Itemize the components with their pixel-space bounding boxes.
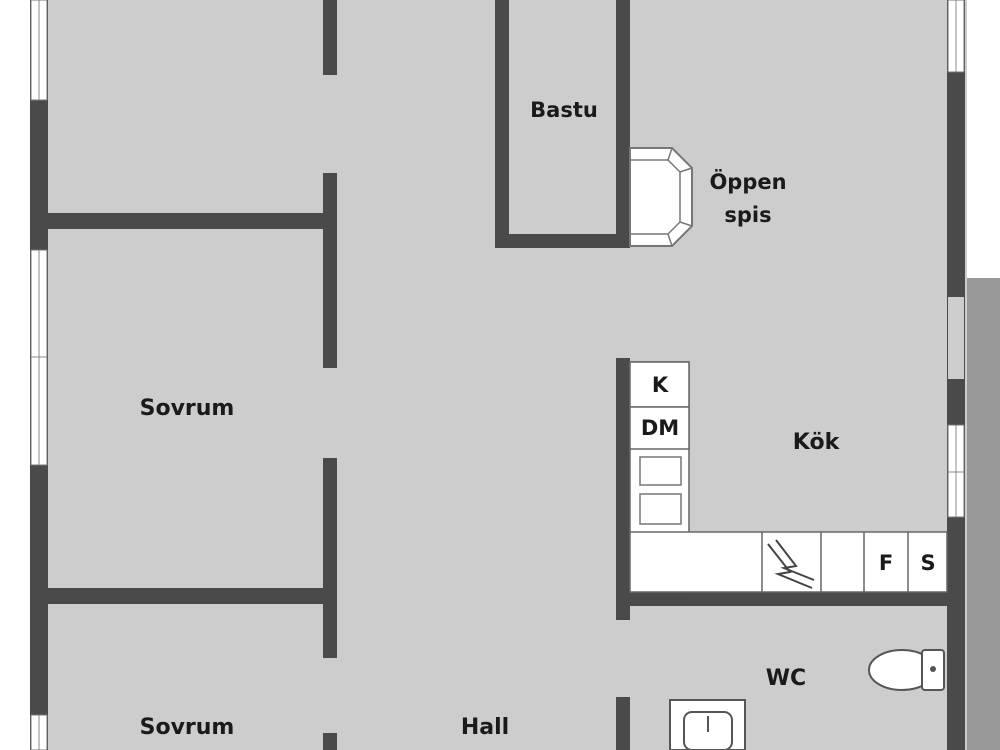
appliance-label-s: S [920,551,935,575]
room-label-bastu: Bastu [530,98,598,122]
appliance-label-k: K [652,373,669,397]
room-label-kok: Kök [793,430,841,455]
fireplace-icon [629,147,693,247]
sink-icon [669,699,746,750]
dishwasher-box [629,406,690,450]
room-label-oppen-spis: Öppen [709,169,786,194]
room-label-wc: WC [766,666,806,691]
room-label-sovrum: Sovrum [140,715,235,740]
appliance-label-f: F [879,551,893,575]
toilet-icon [868,649,945,691]
exterior-band [965,278,1000,750]
stove-icon [767,539,815,589]
room-label-hall: Hall [461,715,509,740]
interior-walls [48,0,954,750]
room-label-sovrum: Sovrum [140,396,235,421]
room-label-oppen-spis-2: spis [724,203,771,227]
right-exterior-wall [947,0,965,750]
kitchen-counter [629,361,948,593]
left-exterior-wall [30,0,48,750]
appliance-label-dm: DM [641,416,679,440]
sink-icon [639,456,682,486]
sink-icon [639,493,682,525]
